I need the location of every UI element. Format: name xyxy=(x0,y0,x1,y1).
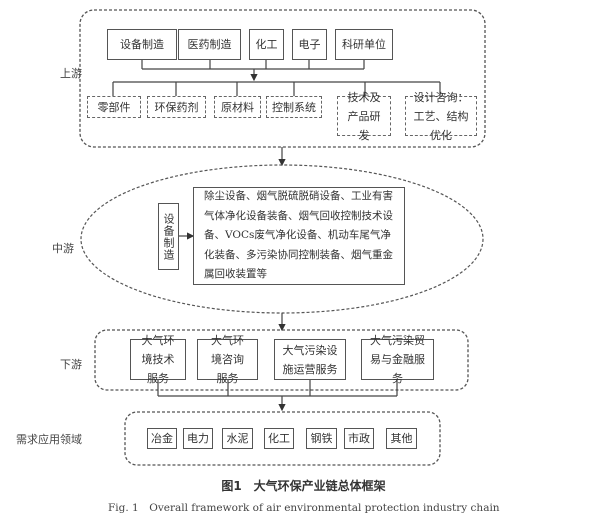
source-box: 医药制造 xyxy=(178,29,241,60)
source-box: 电子 xyxy=(292,29,327,60)
source-box: 设备制造 xyxy=(107,29,177,60)
caption-english: Fig. 1 Overall framework of air environm… xyxy=(108,502,500,514)
demand-label: 需求应用领域 xyxy=(16,433,82,446)
service-box: 大气环境咨询服务 xyxy=(197,334,258,385)
field-box: 钢铁 xyxy=(306,428,337,449)
upstream-label: 上游 xyxy=(60,67,82,80)
field-box: 冶金 xyxy=(147,428,177,449)
downstream-connectors xyxy=(157,380,398,412)
caption-chinese: 图1 大气环保产业链总体框架 xyxy=(221,479,386,493)
upstream-source-connectors xyxy=(112,60,441,96)
downstream-container xyxy=(94,329,469,391)
output-box: 设计咨询：工艺、结构优化 xyxy=(405,91,477,142)
downstream-label: 下游 xyxy=(60,358,82,371)
service-box: 大气污染贸易与金融服务 xyxy=(361,334,434,385)
output-box: 环保药剂 xyxy=(147,96,206,118)
field-box: 电力 xyxy=(183,428,213,449)
demand-container xyxy=(124,411,441,466)
field-box: 水泥 xyxy=(222,428,253,449)
field-box: 其他 xyxy=(386,428,417,449)
service-box: 大气环境技术服务 xyxy=(130,334,186,385)
output-box: 原材料 xyxy=(214,96,261,118)
output-box: 技术及产品研发 xyxy=(337,91,391,142)
output-box: 零部件 xyxy=(87,96,141,118)
source-box: 科研单位 xyxy=(335,29,393,60)
service-box: 大气污染设施运营服务 xyxy=(274,339,346,380)
midstream-label: 中游 xyxy=(52,242,74,255)
field-box: 市政 xyxy=(344,428,374,449)
field-box: 化工 xyxy=(264,428,294,449)
manufacturing-box: 设备制造 xyxy=(158,203,179,270)
equipment-box: 除尘设备、烟气脱硫脱硝设备、工业有害气体净化设备装备、烟气回收控制技术设备、VO… xyxy=(193,187,405,285)
output-box: 控制系统 xyxy=(266,96,322,118)
source-box: 化工 xyxy=(249,29,284,60)
